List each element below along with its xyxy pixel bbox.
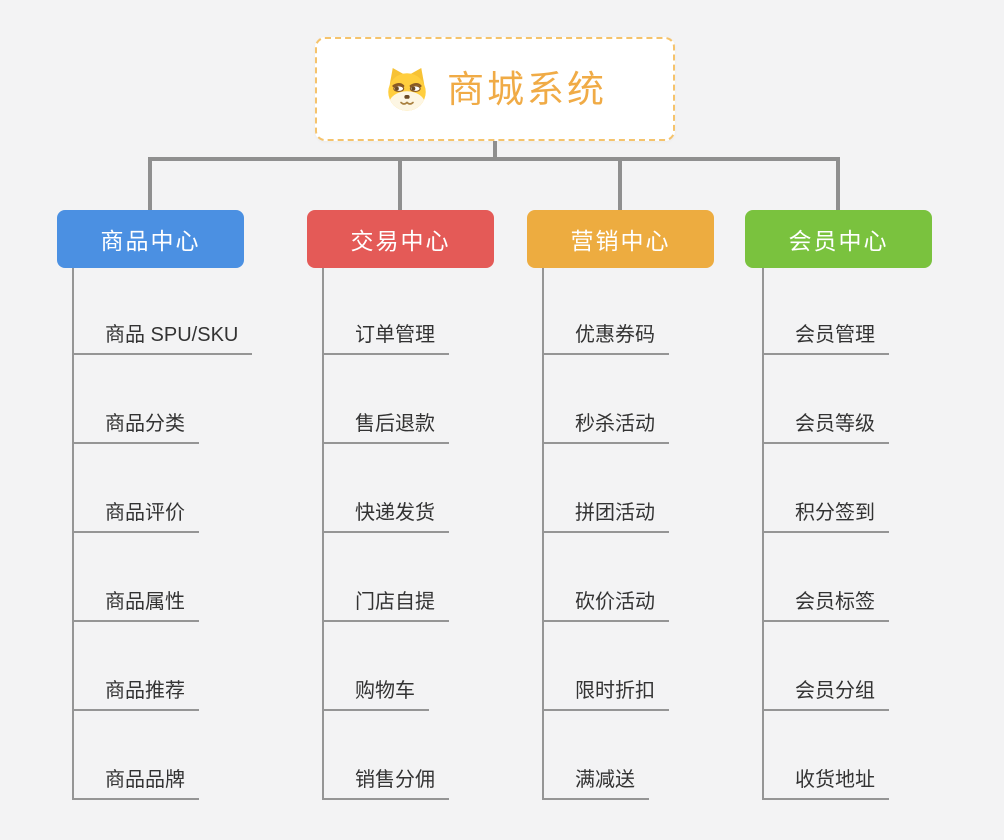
leaf-node[interactable]: 快递发货 (324, 444, 449, 533)
leaf-node[interactable]: 商品 SPU/SKU (74, 268, 253, 355)
root-node-mall-system[interactable]: 商城系统 (315, 37, 675, 141)
leaf-node[interactable]: 收货地址 (764, 711, 889, 800)
leaf-node[interactable]: 秒杀活动 (544, 355, 669, 444)
connector-horizontal (148, 157, 840, 161)
leaf-node[interactable]: 订单管理 (324, 268, 449, 355)
root-title: 商城系统 (447, 68, 607, 110)
connector-drop-product (148, 161, 152, 210)
leaf-node[interactable]: 拼团活动 (544, 444, 669, 533)
branch-node-member-center[interactable]: 会员中心 (745, 210, 932, 268)
leaf-node[interactable]: 商品品牌 (74, 711, 199, 800)
leaf-list-product-center: 商品 SPU/SKU 商品分类 商品评价 商品属性 商品推荐 商品品牌 (72, 268, 253, 800)
connector-drop-trade (398, 161, 402, 210)
connector-drop-marketing (618, 161, 622, 210)
branch-node-product-center[interactable]: 商品中心 (57, 210, 244, 268)
leaf-node[interactable]: 会员等级 (764, 355, 889, 444)
leaf-node[interactable]: 商品分类 (74, 355, 199, 444)
leaf-node[interactable]: 销售分佣 (324, 711, 449, 800)
leaf-node[interactable]: 优惠券码 (544, 268, 669, 355)
doge-icon (388, 68, 426, 111)
leaf-node[interactable]: 限时折扣 (544, 622, 669, 711)
leaf-node[interactable]: 商品属性 (74, 533, 199, 622)
leaf-node[interactable]: 门店自提 (324, 533, 449, 622)
leaf-node[interactable]: 积分签到 (764, 444, 889, 533)
connector-root-stem (493, 141, 497, 159)
branch-node-trade-center[interactable]: 交易中心 (307, 210, 494, 268)
leaf-list-marketing-center: 优惠券码 秒杀活动 拼团活动 砍价活动 限时折扣 满减送 (542, 268, 669, 800)
leaf-node[interactable]: 会员分组 (764, 622, 889, 711)
leaf-node[interactable]: 会员标签 (764, 533, 889, 622)
branch-node-marketing-center[interactable]: 营销中心 (527, 210, 714, 268)
leaf-node[interactable]: 满减送 (544, 711, 649, 800)
leaf-node[interactable]: 商品评价 (74, 444, 199, 533)
leaf-node[interactable]: 砍价活动 (544, 533, 669, 622)
leaf-node[interactable]: 售后退款 (324, 355, 449, 444)
leaf-list-trade-center: 订单管理 售后退款 快递发货 门店自提 购物车 销售分佣 (322, 268, 449, 800)
leaf-node[interactable]: 会员管理 (764, 268, 889, 355)
connector-drop-member (836, 161, 840, 210)
leaf-node[interactable]: 购物车 (324, 622, 429, 711)
leaf-list-member-center: 会员管理 会员等级 积分签到 会员标签 会员分组 收货地址 (762, 268, 889, 800)
leaf-node[interactable]: 商品推荐 (74, 622, 199, 711)
